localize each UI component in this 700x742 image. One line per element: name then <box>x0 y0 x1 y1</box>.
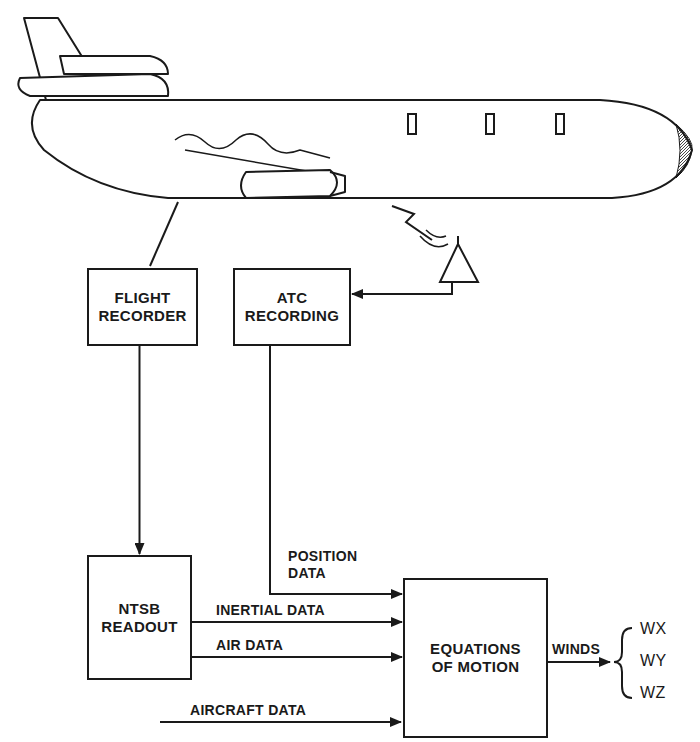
edge-label: INERTIAL DATA <box>216 602 376 619</box>
arrow-connector <box>270 346 402 594</box>
process-box: ATC RECORDING <box>233 268 351 346</box>
process-box: NTSB READOUT <box>87 555 192 680</box>
output-label: WINDS <box>552 641 632 658</box>
box-label: ATC RECORDING <box>243 289 341 325</box>
arrow-connector <box>192 621 402 623</box>
arrow-connector <box>192 656 402 658</box>
wind-component: WZ <box>640 684 690 701</box>
box-label: NTSB READOUT <box>97 600 182 636</box>
box-label: EQUATIONS OF MOTION <box>427 640 524 676</box>
input-label: AIRCRAFT DATA <box>190 702 390 719</box>
edge-label: AIR DATA <box>216 637 376 654</box>
process-box: FLIGHT RECORDER <box>87 268 198 346</box>
wind-component: WY <box>640 652 690 669</box>
wind-component: WX <box>640 620 690 637</box>
box-label: FLIGHT RECORDER <box>97 289 188 325</box>
arrow-connector <box>139 346 141 554</box>
process-box: EQUATIONS OF MOTION <box>403 578 548 738</box>
edge-label: POSITION DATA <box>288 548 378 582</box>
